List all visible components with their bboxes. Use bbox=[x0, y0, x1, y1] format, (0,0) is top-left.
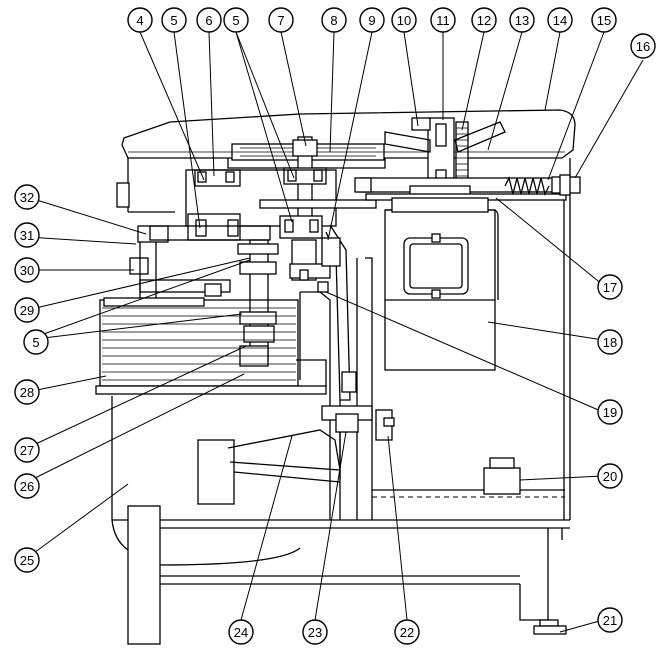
callout-p4: 4 bbox=[127, 7, 153, 33]
callout-p21: 21 bbox=[597, 607, 623, 633]
callout-label: 15 bbox=[597, 13, 611, 28]
callout-p23: 23 bbox=[302, 619, 328, 645]
callout-label: 29 bbox=[20, 303, 34, 318]
adjusting-spring bbox=[504, 174, 581, 196]
callout-label: 24 bbox=[234, 625, 248, 640]
callout-p30: 30 bbox=[14, 257, 40, 283]
callout-p12: 12 bbox=[471, 7, 497, 33]
callout-label: 18 bbox=[603, 335, 617, 350]
motor bbox=[384, 197, 499, 371]
callout-p6: 6 bbox=[196, 7, 222, 33]
main-plate bbox=[259, 199, 377, 209]
callout-label: 7 bbox=[277, 13, 284, 28]
callout-label: 21 bbox=[603, 613, 617, 628]
callout-p29: 29 bbox=[14, 297, 40, 323]
mid-divider-plate bbox=[95, 359, 327, 395]
callout-p7: 7 bbox=[268, 7, 294, 33]
callout-p11: 11 bbox=[430, 7, 456, 33]
callout-label: 31 bbox=[20, 228, 34, 243]
callout-p5b: 5 bbox=[223, 7, 249, 33]
callout-label: 6 bbox=[205, 13, 212, 28]
callout-label: 23 bbox=[308, 625, 322, 640]
callout-p16: 16 bbox=[630, 33, 656, 59]
callout-p27: 27 bbox=[14, 437, 40, 463]
outlet-chute bbox=[197, 429, 341, 505]
callout-label: 8 bbox=[330, 13, 337, 28]
callout-p17: 17 bbox=[597, 274, 623, 300]
callout-label: 9 bbox=[368, 13, 375, 28]
callout-p25: 25 bbox=[14, 547, 40, 573]
callout-label: 10 bbox=[397, 13, 411, 28]
callout-label: 12 bbox=[477, 13, 491, 28]
callout-label: 30 bbox=[20, 263, 34, 278]
callout-p28: 28 bbox=[14, 379, 40, 405]
callout-p18: 18 bbox=[597, 329, 623, 355]
callout-p32: 32 bbox=[14, 184, 40, 210]
callout-p5a: 5 bbox=[161, 7, 187, 33]
callout-label: 16 bbox=[636, 39, 650, 54]
left-bracket bbox=[129, 225, 271, 300]
callout-p26: 26 bbox=[14, 473, 40, 499]
callout-p9: 9 bbox=[359, 7, 385, 33]
callout-label: 25 bbox=[20, 553, 34, 568]
callout-label: 14 bbox=[553, 13, 567, 28]
callout-bubbles: 4 5 6 5 7 8 9 10 11 12 13 14 15 16 17 18 19 20 21 22 23 24 25 2… bbox=[14, 7, 656, 645]
callout-label: 22 bbox=[400, 625, 414, 640]
callout-label: 27 bbox=[20, 443, 34, 458]
callout-p19: 19 bbox=[597, 399, 623, 425]
tension-lever bbox=[384, 121, 506, 153]
callout-label: 5 bbox=[170, 13, 177, 28]
callout-p31: 31 bbox=[14, 222, 40, 248]
callout-p5c: 5 bbox=[23, 329, 49, 355]
front-leg bbox=[111, 505, 301, 645]
callout-p15: 15 bbox=[591, 7, 617, 33]
cam-drive bbox=[321, 405, 373, 480]
callout-label: 5 bbox=[32, 335, 39, 350]
callout-label: 13 bbox=[515, 13, 529, 28]
callout-label: 17 bbox=[603, 280, 617, 295]
callout-p24: 24 bbox=[228, 619, 254, 645]
leader-lines bbox=[26, 31, 644, 633]
small-pulley-upper bbox=[194, 169, 241, 187]
callout-label: 20 bbox=[603, 469, 617, 484]
side-handle bbox=[116, 182, 130, 208]
callout-label: 28 bbox=[20, 385, 34, 400]
right-spindle-assembly bbox=[289, 239, 331, 380]
bottom-tray bbox=[372, 489, 565, 498]
callout-p22: 22 bbox=[394, 619, 420, 645]
callout-label: 32 bbox=[20, 190, 34, 205]
limit-switch bbox=[375, 409, 395, 441]
left-spindle-assembly bbox=[237, 239, 279, 367]
callout-p8: 8 bbox=[321, 7, 347, 33]
callout-label: 11 bbox=[436, 13, 450, 28]
linkage-arm bbox=[321, 224, 357, 401]
callout-p20: 20 bbox=[597, 463, 623, 489]
control-box bbox=[483, 457, 521, 495]
callout-p14: 14 bbox=[547, 7, 573, 33]
callout-label: 4 bbox=[136, 13, 143, 28]
callout-label: 19 bbox=[603, 405, 617, 420]
callout-label: 26 bbox=[20, 479, 34, 494]
callout-p10: 10 bbox=[391, 7, 417, 33]
callout-p13: 13 bbox=[509, 7, 535, 33]
motor-plate bbox=[354, 177, 573, 201]
main-frame bbox=[111, 396, 570, 621]
callout-label: 5 bbox=[232, 13, 239, 28]
